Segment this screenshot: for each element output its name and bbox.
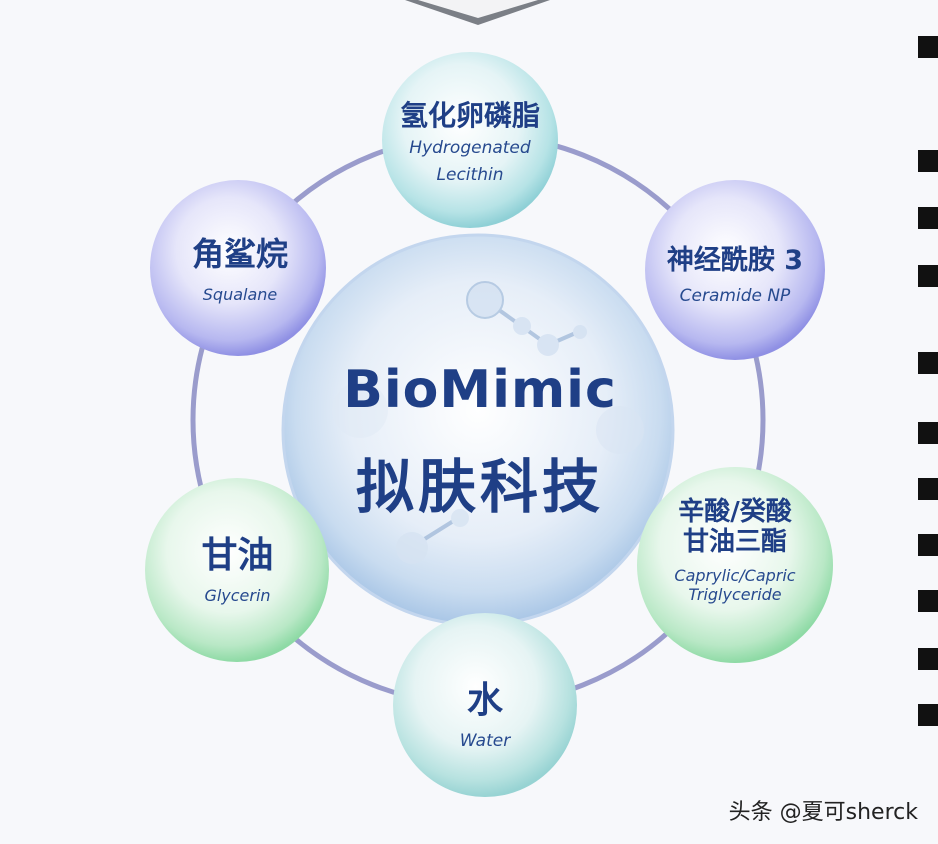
edge-bullet [918,150,938,172]
edge-bullet [918,534,938,556]
node-cn-label: 水 [466,680,503,721]
node-water: 水 Water [395,680,575,752]
node-cn-label: 甘油 [201,535,274,576]
edge-bullet [918,36,938,58]
edge-bullet [918,478,938,500]
node-hydrogenated-lecithin: 氢化卵磷脂 Hydrogenated Lecithin [385,99,555,185]
node-ceramide: 神经酰胺 3 Ceramide NP [640,245,830,306]
node-en-label: Water [459,731,511,752]
edge-bullet [918,648,938,670]
node-cn-label: 氢化卵磷脂 [399,99,540,132]
sphere-squalane [150,180,326,356]
node-en-label: Triglyceride [688,584,782,604]
node-en-label: Ceramide NP [679,286,791,307]
edge-bullet [918,352,938,374]
node-cn-label: 辛酸/癸酸 [678,497,792,527]
node-en-label: Glycerin [204,586,271,606]
watermark: 头条 @夏可sherck [728,800,918,825]
center-title: BioMimic [343,360,617,420]
node-cn-label: 神经酰胺 3 [666,245,804,276]
sphere-hydrogenated-lecithin [382,52,558,228]
edge-bullet [918,265,938,287]
center-subtitle: 拟肤科技 [355,453,604,521]
node-en-label: Caprylic/Capric [674,565,796,585]
node-squalane: 角鲨烷 Squalane [155,236,325,304]
edge-bullet [918,704,938,726]
node-cn-label: 角鲨烷 [191,235,288,273]
node-en-label: Squalane [202,284,278,304]
edge-bullet [918,590,938,612]
node-glycerin: 甘油 Glycerin [150,535,325,606]
sphere-ceramide [645,180,825,360]
sphere-water [393,613,577,797]
edge-bullet [918,207,938,229]
edge-bullet [918,422,938,444]
node-en-label: Lecithin [436,164,504,185]
node-en-label: Hydrogenated [409,138,531,159]
node-cn-label: 甘油三酯 [682,526,787,557]
node-triglyceride: 辛酸/癸酸 甘油三酯 Caprylic/Capric Triglyceride [630,497,840,604]
sphere-triglyceride [637,467,833,663]
molecule-icon [332,281,644,564]
sphere-glycerin [145,478,329,662]
